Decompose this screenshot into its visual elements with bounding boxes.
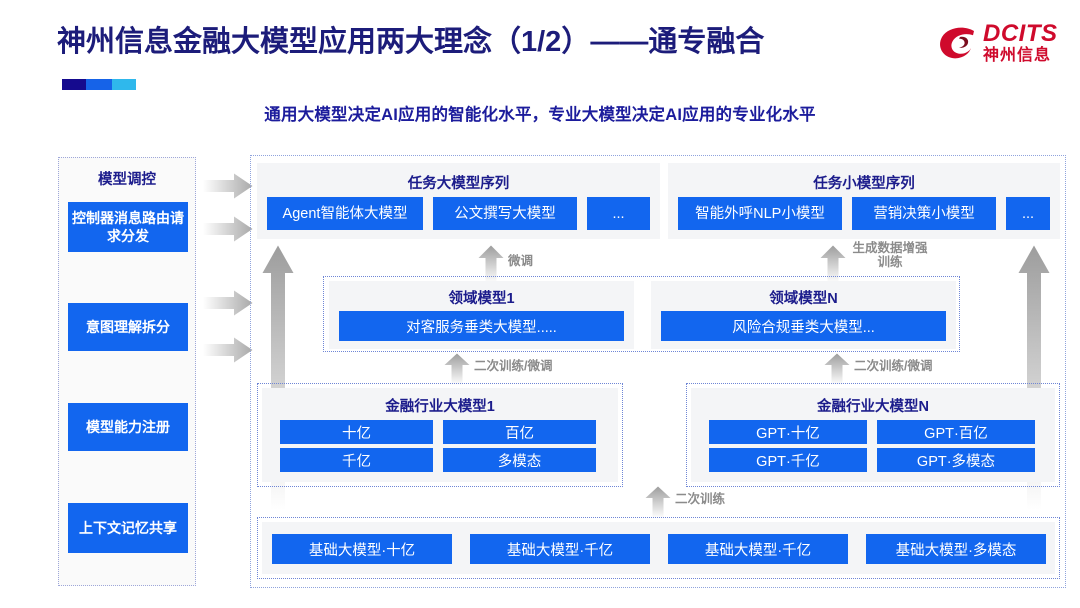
flow-arrow-right-3 — [203, 290, 253, 316]
base-model-band: 基础大模型·十亿 基础大模型·千亿 基础大模型·千亿 基础大模型·多模态 — [257, 517, 1060, 579]
accent-segment-1 — [62, 79, 86, 90]
flow-label-data-augment: 生成数据增强训练 — [852, 241, 928, 269]
flow-label-retrain-base: 二次训练 — [675, 492, 726, 506]
industry-model-n-title: 金融行业大模型N — [817, 399, 929, 415]
flow-label-retrain-left: 二次训练/微调 — [474, 359, 553, 373]
dcits-logo: DCITS 神州信息 — [938, 20, 1066, 72]
flow-arrow-up-retrain-base — [645, 486, 671, 518]
base-model-band-inner: 基础大模型·十亿 基础大模型·千亿 基础大模型·千亿 基础大模型·多模态 — [262, 522, 1055, 574]
base-model-1[interactable]: 基础大模型·十亿 — [272, 534, 452, 564]
flow-arrow-right-1 — [203, 173, 253, 199]
control-column: 模型调控 控制器消息路由请求分发 意图理解拆分 模型能力注册 上下文记忆共享 — [58, 157, 196, 586]
industry-1-scale-3[interactable]: 千亿 — [280, 448, 433, 472]
industry-1-scale-2[interactable]: 百亿 — [443, 420, 596, 444]
industry-model-1-band: 金融行业大模型1 十亿 百亿 千亿 多模态 — [257, 383, 623, 487]
industry-1-scale-1[interactable]: 十亿 — [280, 420, 433, 444]
flow-arrow-up-fine-tune — [478, 245, 504, 283]
task-large-item-document[interactable]: 公文撰写大模型 — [433, 197, 577, 230]
domain-model-1-title: 领域模型1 — [448, 291, 515, 307]
task-small-item-nlp[interactable]: 智能外呼NLP小模型 — [678, 197, 842, 230]
task-small-item-more[interactable]: ... — [1006, 197, 1050, 230]
logo-chinese-name: 神州信息 — [983, 47, 1052, 64]
task-small-item-marketing[interactable]: 营销决策小模型 — [852, 197, 996, 230]
industry-n-scale-2[interactable]: GPT·百亿 — [877, 420, 1035, 444]
industry-model-n-inner: 金融行业大模型N GPT·十亿 GPT·百亿 GPT·千亿 GPT·多模态 — [691, 388, 1055, 482]
industry-model-1-inner: 金融行业大模型1 十亿 百亿 千亿 多模态 — [262, 388, 618, 482]
industry-model-n-band: 金融行业大模型N GPT·十亿 GPT·百亿 GPT·千亿 GPT·多模态 — [686, 383, 1060, 487]
domain-model-band: 领域模型1 对客服务垂类大模型..... 领域模型N 风险合规垂类大模型... — [323, 276, 960, 352]
page-subtitle: 通用大模型决定AI应用的智能化水平，专业大模型决定AI应用的专业化水平 — [264, 106, 816, 124]
domain-model-n-panel: 领域模型N 风险合规垂类大模型... — [651, 281, 956, 349]
flow-arrow-up-retrain-right — [824, 353, 850, 385]
control-column-title: 模型调控 — [98, 172, 156, 188]
industry-1-scale-4[interactable]: 多模态 — [443, 448, 596, 472]
page-title: 神州信息金融大模型应用两大理念（1/2）——通专融合 — [57, 26, 765, 58]
flow-label-retrain-right: 二次训练/微调 — [854, 359, 933, 373]
control-item-context[interactable]: 上下文记忆共享 — [68, 503, 188, 553]
industry-n-scale-1[interactable]: GPT·十亿 — [709, 420, 867, 444]
control-item-router[interactable]: 控制器消息路由请求分发 — [68, 202, 188, 252]
title-accent-bar — [62, 79, 136, 90]
flow-arrow-up-long-left — [262, 245, 294, 510]
logo-wordmark: DCITS — [983, 20, 1058, 47]
task-large-model-panel: 任务大模型序列 Agent智能体大模型 公文撰写大模型 ... — [257, 163, 660, 239]
task-small-model-title: 任务小模型序列 — [813, 176, 915, 192]
industry-n-scale-4[interactable]: GPT·多模态 — [877, 448, 1035, 472]
industry-model-1-title: 金融行业大模型1 — [385, 399, 495, 415]
flow-arrow-up-long-right — [1018, 245, 1050, 510]
main-frame — [250, 155, 1066, 588]
base-model-2[interactable]: 基础大模型·千亿 — [470, 534, 650, 564]
logo-swirl-icon — [940, 27, 974, 59]
flow-arrow-right-4 — [203, 337, 253, 363]
control-item-registry[interactable]: 模型能力注册 — [68, 403, 188, 451]
flow-label-fine-tune: 微调 — [508, 254, 534, 268]
accent-segment-2 — [86, 79, 112, 90]
domain-model-n-box[interactable]: 风险合规垂类大模型... — [661, 311, 946, 341]
base-model-4[interactable]: 基础大模型·多模态 — [866, 534, 1046, 564]
flow-arrow-up-data-augment — [820, 245, 846, 283]
architecture-diagram: 模型调控 控制器消息路由请求分发 意图理解拆分 模型能力注册 上下文记忆共享 任… — [0, 140, 1080, 608]
task-large-item-agent[interactable]: Agent智能体大模型 — [267, 197, 423, 230]
flow-arrow-up-retrain-left — [444, 353, 470, 385]
industry-n-scale-3[interactable]: GPT·千亿 — [709, 448, 867, 472]
task-small-model-panel: 任务小模型序列 智能外呼NLP小模型 营销决策小模型 ... — [668, 163, 1060, 239]
control-item-intent[interactable]: 意图理解拆分 — [68, 303, 188, 351]
task-large-model-title: 任务大模型序列 — [407, 176, 510, 192]
task-large-item-more[interactable]: ... — [587, 197, 650, 230]
domain-model-1-panel: 领域模型1 对客服务垂类大模型..... — [329, 281, 634, 349]
domain-model-n-title: 领域模型N — [769, 291, 838, 307]
page-header: 神州信息金融大模型应用两大理念（1/2）——通专融合 通用大模型决定AI应用的智… — [0, 0, 1080, 140]
domain-model-1-box[interactable]: 对客服务垂类大模型..... — [339, 311, 624, 341]
flow-arrow-right-2 — [203, 216, 253, 242]
accent-segment-3 — [112, 79, 136, 90]
base-model-3[interactable]: 基础大模型·千亿 — [668, 534, 848, 564]
